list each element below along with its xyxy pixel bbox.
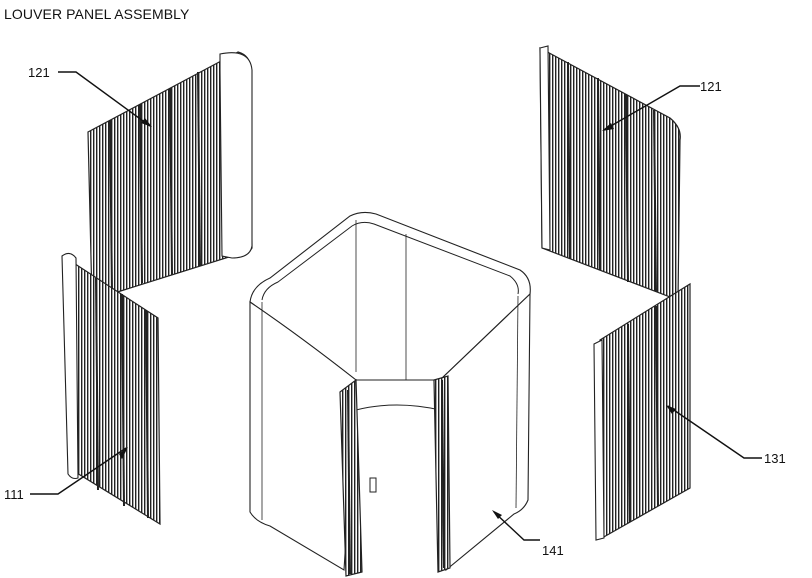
diagram-title: LOUVER PANEL ASSEMBLY bbox=[4, 6, 190, 22]
label-121-left: 121 bbox=[28, 65, 50, 80]
center-housing bbox=[249, 211, 531, 577]
right-lower-louver-panel bbox=[593, 282, 691, 541]
left-lower-louver-panel bbox=[61, 252, 161, 526]
label-131: 131 bbox=[764, 451, 786, 466]
right-upper-louver-panel bbox=[539, 45, 681, 301]
label-121-right: 121 bbox=[700, 79, 722, 94]
left-upper-louver-panel bbox=[87, 51, 253, 301]
label-141: 141 bbox=[542, 543, 564, 558]
callout-leaders bbox=[30, 71, 762, 541]
label-111: 111 bbox=[4, 487, 24, 502]
